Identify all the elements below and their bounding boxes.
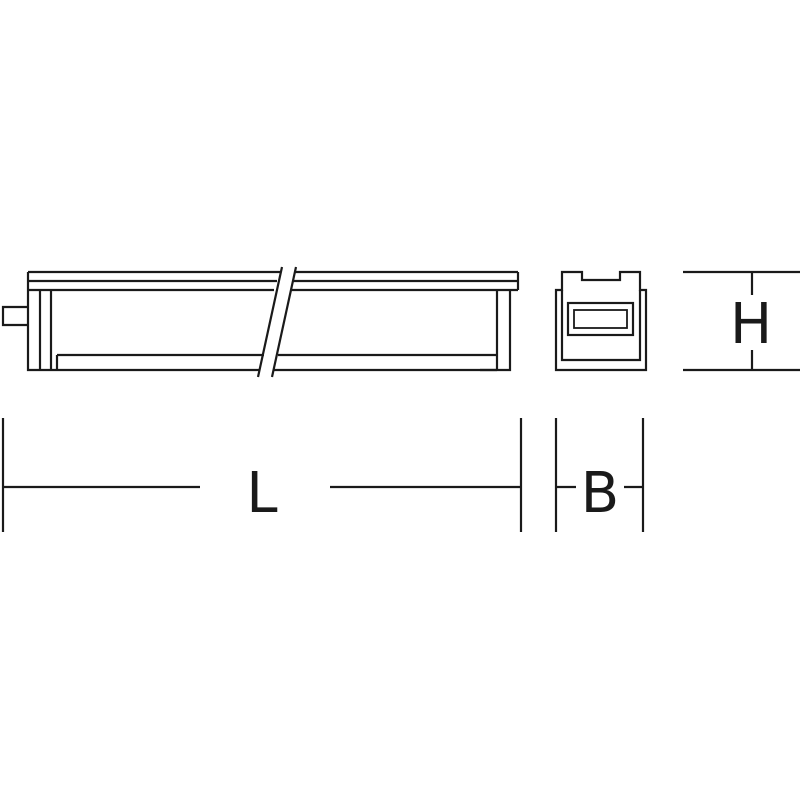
end-profile-window xyxy=(566,301,635,337)
width-label: B xyxy=(581,461,619,526)
end-cap-right xyxy=(480,290,512,372)
length-dimension: L xyxy=(1,418,523,532)
width-extension-lines xyxy=(554,418,645,532)
break-line-right xyxy=(270,266,298,378)
length-extension-lines xyxy=(1,418,523,532)
end-cap-left xyxy=(26,290,57,372)
side-view xyxy=(1,266,520,378)
top-rail-right xyxy=(290,270,518,292)
length-label: L xyxy=(246,461,277,526)
diffuser-left xyxy=(55,353,264,372)
inner-profile-left xyxy=(38,290,53,370)
end-connector xyxy=(1,305,28,327)
break-line-left xyxy=(256,266,284,378)
height-label: H xyxy=(730,292,772,357)
width-dimension: B xyxy=(554,418,645,532)
end-profile-inner xyxy=(560,290,642,362)
height-dimension: H xyxy=(683,270,800,372)
height-extension-lines xyxy=(683,270,800,372)
diffuser-right xyxy=(274,353,499,372)
top-rail-left xyxy=(28,270,280,292)
end-view xyxy=(554,270,648,372)
